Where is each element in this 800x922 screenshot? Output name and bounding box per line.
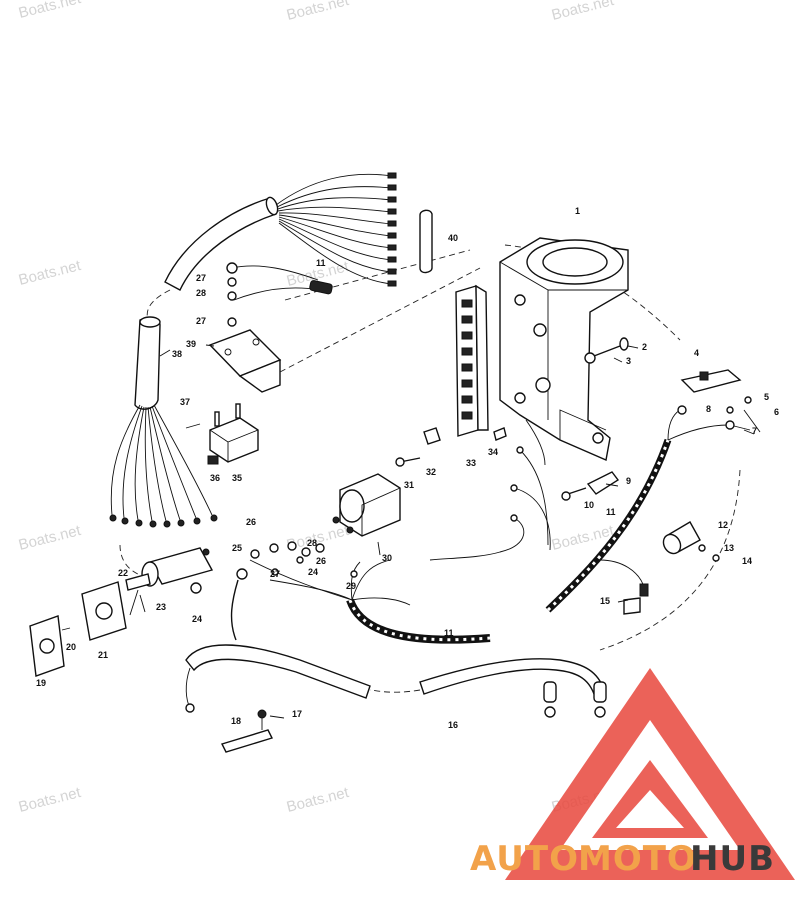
callout-3: 3 bbox=[626, 356, 631, 366]
callout-22: 22 bbox=[118, 568, 128, 578]
hardware-nuts bbox=[250, 541, 358, 578]
callout-31: 31 bbox=[404, 480, 414, 490]
callout-18: 18 bbox=[231, 716, 241, 726]
callout-19: 19 bbox=[36, 678, 46, 688]
automotohub-logo: AUTO MOTO HUB bbox=[470, 668, 795, 880]
callout-21: 21 bbox=[98, 650, 108, 660]
callout-1: 1 bbox=[575, 206, 580, 216]
watermark: Boats.net bbox=[17, 784, 83, 816]
watermark: Boats.net bbox=[17, 257, 83, 289]
callout-30: 30 bbox=[382, 553, 392, 563]
watermark: Boats.net bbox=[550, 0, 616, 24]
logo-triangle-hole bbox=[616, 790, 684, 828]
bracket-39 bbox=[208, 329, 282, 393]
callout-10: 10 bbox=[584, 500, 594, 510]
callout-28-a: 28 bbox=[196, 288, 206, 298]
part-callouts: 1 2 3 4 5 6 7 8 9 10 11 12 13 14 15 16 1… bbox=[36, 206, 779, 730]
clip-40 bbox=[419, 209, 433, 274]
watermark: Boats.net bbox=[17, 0, 83, 22]
mounting-panel-21 bbox=[29, 581, 127, 677]
callout-8: 8 bbox=[706, 404, 711, 414]
loose-wires bbox=[429, 419, 551, 561]
rectifier-35 bbox=[185, 403, 259, 465]
callout-33: 33 bbox=[466, 458, 476, 468]
callout-39: 39 bbox=[186, 339, 196, 349]
callout-27-b: 27 bbox=[196, 316, 206, 326]
logo-text-auto: AUTO bbox=[470, 839, 579, 879]
callout-5: 5 bbox=[764, 392, 769, 402]
callout-37: 37 bbox=[180, 397, 190, 407]
callout-14: 14 bbox=[742, 556, 752, 566]
ground-wires bbox=[226, 262, 333, 327]
callout-20: 20 bbox=[66, 642, 76, 652]
callout-12: 12 bbox=[718, 520, 728, 530]
callout-24-right: 24 bbox=[308, 567, 318, 577]
callout-38: 38 bbox=[172, 349, 182, 359]
callout-32: 32 bbox=[426, 467, 436, 477]
callout-36: 36 bbox=[210, 473, 220, 483]
callout-35: 35 bbox=[232, 473, 242, 483]
callout-4: 4 bbox=[694, 348, 699, 358]
callout-17: 17 bbox=[292, 709, 302, 719]
callout-24-left: 24 bbox=[192, 614, 202, 624]
logo-text-moto: MOTO bbox=[578, 839, 697, 879]
callout-27-a: 27 bbox=[196, 273, 206, 283]
callout-26-right: 26 bbox=[316, 556, 326, 566]
ignition-switch-23 bbox=[125, 547, 214, 616]
battery-cables bbox=[185, 568, 607, 718]
mounting-bracket-1 bbox=[499, 237, 629, 461]
callout-25: 25 bbox=[232, 543, 242, 553]
harness-sleeve-top bbox=[164, 172, 397, 291]
callout-11-top: 11 bbox=[316, 258, 326, 268]
callout-7: 7 bbox=[752, 426, 757, 436]
callout-26-top: 26 bbox=[246, 517, 256, 527]
alignment-line bbox=[284, 249, 471, 301]
callout-9: 9 bbox=[626, 476, 631, 486]
switch-4 bbox=[680, 369, 761, 433]
screw-2-3 bbox=[584, 337, 629, 364]
callout-27-c: 27 bbox=[270, 569, 280, 579]
clamp-15 bbox=[617, 597, 641, 615]
harness-main-11 bbox=[249, 559, 491, 644]
harness-right-11 bbox=[545, 405, 735, 613]
capacitor-12 bbox=[662, 521, 720, 562]
watermark: Boats.net bbox=[285, 0, 351, 24]
callout-16: 16 bbox=[448, 720, 458, 730]
callout-11-right: 11 bbox=[606, 507, 616, 517]
callout-13: 13 bbox=[724, 543, 734, 553]
callout-34: 34 bbox=[488, 447, 498, 457]
callout-11-bottom: 11 bbox=[444, 628, 454, 638]
alignment-line bbox=[279, 267, 481, 373]
callout-6: 6 bbox=[774, 407, 779, 417]
bracket-9 bbox=[561, 471, 620, 501]
callout-28-b: 28 bbox=[307, 538, 317, 548]
solenoid-30 bbox=[332, 457, 421, 537]
callout-15: 15 bbox=[600, 596, 610, 606]
clip-32 bbox=[423, 427, 507, 445]
harness-sleeve-left bbox=[109, 316, 218, 528]
callout-23: 23 bbox=[156, 602, 166, 612]
callout-40: 40 bbox=[448, 233, 458, 243]
logo-text-hub: HUB bbox=[690, 839, 775, 879]
watermark: Boats.net bbox=[285, 784, 351, 816]
terminal-18 bbox=[221, 709, 273, 753]
callout-29: 29 bbox=[346, 581, 356, 591]
terminal-block-33 bbox=[455, 284, 489, 437]
callout-2: 2 bbox=[642, 342, 647, 352]
watermark: Boats.net bbox=[17, 522, 83, 554]
